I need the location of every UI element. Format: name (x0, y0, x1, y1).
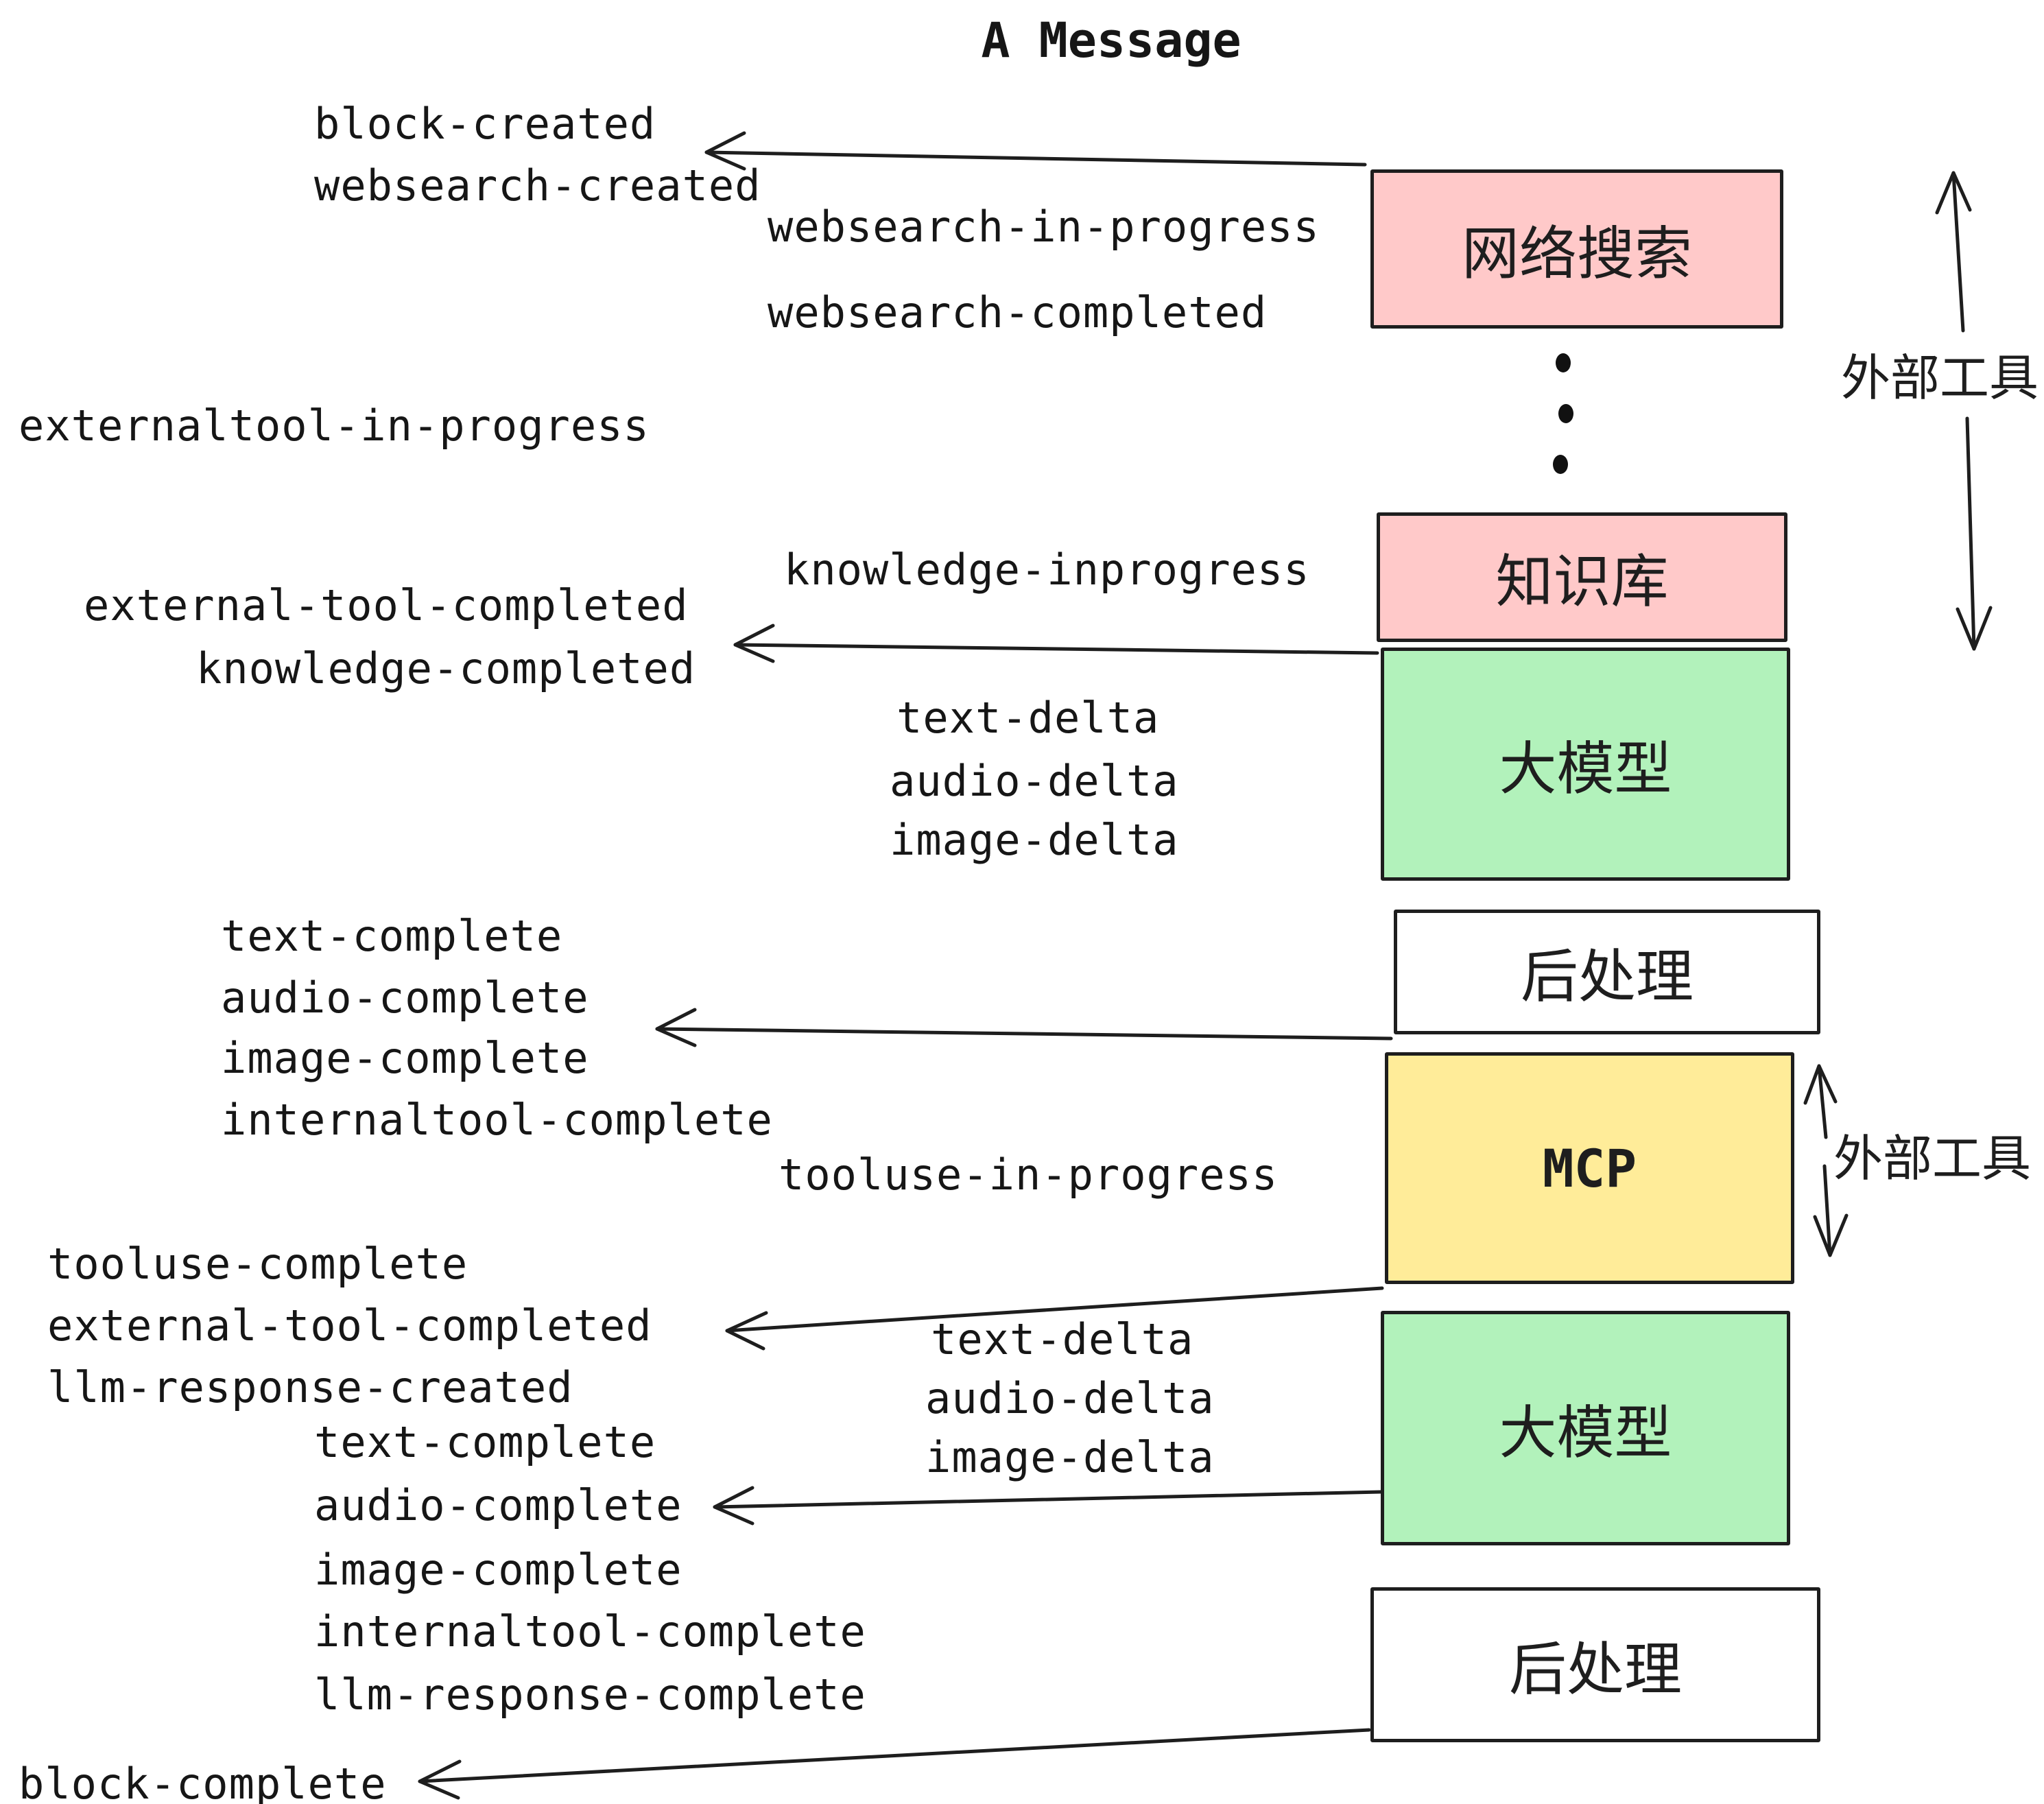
event-externaltool-in-progress: externaltool-in-progress (19, 401, 650, 451)
event-tooluse-complete: tooluse-complete (47, 1239, 468, 1289)
box-knowledge-label: 知识库 (1495, 548, 1669, 615)
external-tools-down-arrow-2 (1813, 1164, 1849, 1257)
external-tools-label-2: 外部工具 (1833, 1130, 2032, 1187)
event-audio-delta: audio-delta (890, 756, 1179, 806)
event-websearch-completed: websearch-completed (768, 287, 1268, 337)
event-llm-response-complete: llm-response-complete (314, 1670, 866, 1720)
event-tooluse-in-progress: tooluse-in-progress (779, 1150, 1279, 1200)
event-text-delta-2: text-delta (931, 1314, 1194, 1364)
event-knowledge-completed: knowledge-completed (196, 643, 696, 693)
event-image-delta: image-delta (890, 815, 1179, 865)
event-websearch-in-progress: websearch-in-progress (768, 202, 1320, 252)
external-tools-up-arrow-2 (1803, 1064, 1838, 1139)
event-internaltool-complete-2: internaltool-complete (314, 1606, 866, 1657)
box-mcp-label: MCP (1542, 1137, 1637, 1199)
external-tools-label: 外部工具 (1841, 349, 2039, 407)
event-image-complete-2: image-complete (314, 1545, 682, 1595)
arrow-to-audio-complete (713, 1486, 1383, 1526)
event-external-tool-completed: external-tool-completed (84, 580, 689, 630)
event-block-complete: block-complete (19, 1759, 387, 1804)
diagram-title: A Message (981, 12, 1241, 69)
box-post-2: 后处理 (1370, 1587, 1820, 1742)
event-block-created: block-created (314, 99, 656, 149)
box-post-2-label: 后处理 (1508, 1635, 1682, 1703)
box-post-1-label: 后处理 (1520, 942, 1694, 1010)
box-llm-1: 大模型 (1381, 648, 1790, 881)
event-knowledge-inprogress: knowledge-inprogress (784, 545, 1310, 595)
arrow-to-knowledge-completed (733, 624, 1379, 663)
box-post-1: 后处理 (1394, 910, 1820, 1034)
event-llm-response-created: llm-response-created (47, 1362, 573, 1412)
arrow-to-websearch-created (704, 131, 1367, 171)
event-text-complete-2: text-complete (314, 1417, 656, 1467)
event-internaltool-complete: internaltool-complete (221, 1095, 773, 1145)
box-llm-1-label: 大模型 (1499, 735, 1672, 803)
arrow-to-external-tool-completed (725, 1286, 1384, 1351)
event-audio-complete-2: audio-complete (314, 1480, 682, 1530)
arrow-to-image-complete (655, 1008, 1393, 1047)
box-llm-2-label: 大模型 (1499, 1399, 1672, 1467)
event-text-complete: text-complete (221, 911, 563, 961)
box-websearch-label: 网络搜索 (1461, 219, 1692, 287)
event-image-delta-2: image-delta (925, 1432, 1215, 1482)
arrow-to-block-complete (418, 1728, 1371, 1800)
event-audio-delta-2: audio-delta (925, 1373, 1215, 1423)
box-mcp: MCP (1385, 1052, 1794, 1284)
external-tools-down-arrow (1956, 416, 1993, 651)
box-websearch: 网络搜索 (1370, 169, 1783, 329)
box-llm-2: 大模型 (1381, 1311, 1790, 1545)
external-tools-up-arrow (1935, 171, 1972, 333)
event-audio-complete: audio-complete (221, 973, 589, 1023)
event-image-complete: image-complete (221, 1033, 589, 1083)
event-text-delta: text-delta (896, 693, 1160, 743)
event-websearch-created: websearch-created (314, 161, 761, 211)
box-knowledge: 知识库 (1377, 512, 1787, 642)
event-external-tool-completed-2: external-tool-completed (47, 1301, 652, 1351)
